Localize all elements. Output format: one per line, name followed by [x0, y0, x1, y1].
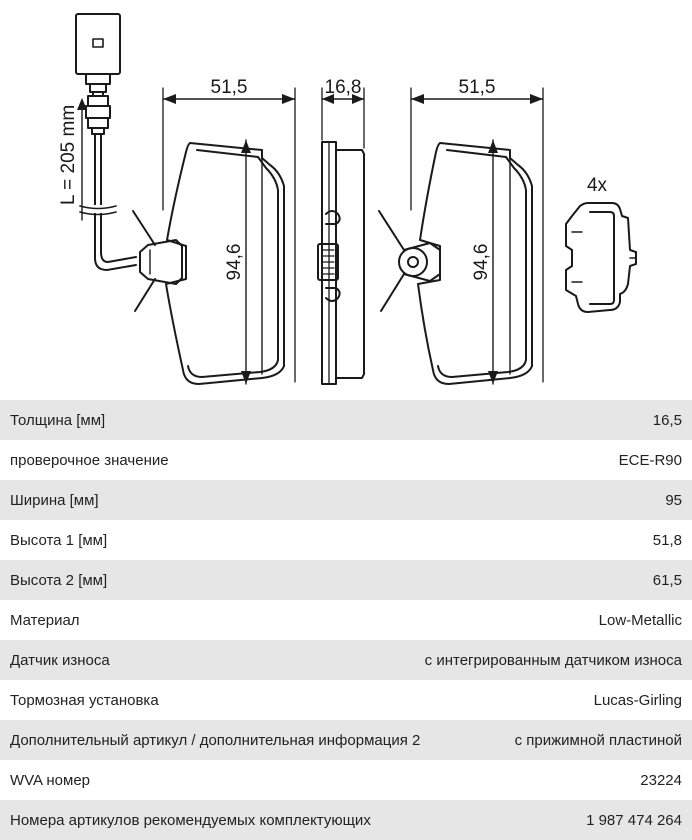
- spec-label: Номера артикулов рекомендуемых комплекту…: [10, 811, 371, 829]
- spec-label: Ширина [мм]: [10, 491, 99, 509]
- spec-value: 23224: [640, 771, 682, 789]
- spec-row: Высота 1 [мм] 51,8: [0, 520, 692, 560]
- width-label-left: 51,5: [211, 77, 248, 98]
- spec-label: Датчик износа: [10, 651, 110, 669]
- specifications-table: Толщина [мм] 16,5 проверочное значение ECE-…: [0, 400, 692, 840]
- width-dimension-left: [162, 87, 296, 383]
- height-label-right: 94,6: [471, 244, 492, 281]
- brake-pad-side-view: [317, 141, 365, 385]
- spec-row: Тормозная установка Lucas-Girling: [0, 680, 692, 720]
- wear-sensor-cable: [75, 13, 137, 271]
- width-label-right: 51,5: [459, 77, 496, 98]
- spec-row: Высота 2 [мм] 61,5: [0, 560, 692, 600]
- thickness-label: 16,8: [325, 77, 362, 98]
- spec-value: 95: [665, 491, 682, 509]
- spec-row: Толщина [мм] 16,5: [0, 400, 692, 440]
- spec-row: Номера артикулов рекомендуемых комплекту…: [0, 800, 692, 840]
- spec-label: Высота 1 [мм]: [10, 531, 108, 549]
- spec-row: Ширина [мм] 95: [0, 480, 692, 520]
- spec-value: 1 987 474 264: [586, 811, 682, 829]
- spec-value: 51,8: [652, 531, 682, 549]
- spec-label: проверочное значение: [10, 451, 169, 469]
- spec-row: проверочное значение ECE-R90: [0, 440, 692, 480]
- spec-value: ECE-R90: [618, 451, 682, 469]
- spec-label: WVA номер: [10, 771, 91, 789]
- height-label-left: 94,6: [224, 244, 245, 281]
- spec-row: Датчик износа с интегрированным датчиком …: [0, 640, 692, 680]
- spec-value: с прижимной пластиной: [514, 731, 682, 749]
- spec-row: Материал Low-Metallic: [0, 600, 692, 640]
- spec-value: 16,5: [652, 411, 682, 429]
- spec-label: Тормозная установка: [10, 691, 159, 709]
- technical-drawing: L = 205 mm 51,5 94,6: [0, 0, 692, 400]
- brake-pad-right: [378, 142, 533, 385]
- height-dimension-right: [488, 139, 498, 385]
- clip-quantity-label: 4x: [587, 175, 608, 196]
- spec-value: Low-Metallic: [598, 611, 682, 629]
- spec-label: Толщина [мм]: [10, 411, 106, 429]
- width-dimension-right: [410, 87, 544, 383]
- spec-value: 61,5: [652, 571, 682, 589]
- spec-value: с интегрированным датчиком износа: [424, 651, 682, 669]
- cable-length-dimension: [77, 98, 87, 221]
- spec-label: Дополнительный артикул / дополнительная …: [10, 731, 421, 749]
- cable-length-label: L = 205 mm: [58, 105, 79, 205]
- spec-row: Дополнительный артикул / дополнительная …: [0, 720, 692, 760]
- spec-label: Высота 2 [мм]: [10, 571, 108, 589]
- spec-label: Материал: [10, 611, 80, 629]
- spec-row: WVA номер 23224: [0, 760, 692, 800]
- spec-value: Lucas-Girling: [593, 691, 682, 709]
- brake-pad-left: [132, 142, 285, 385]
- height-dimension-left: [241, 139, 251, 385]
- thickness-dimension: [321, 87, 365, 149]
- anti-rattle-clip: [565, 202, 637, 313]
